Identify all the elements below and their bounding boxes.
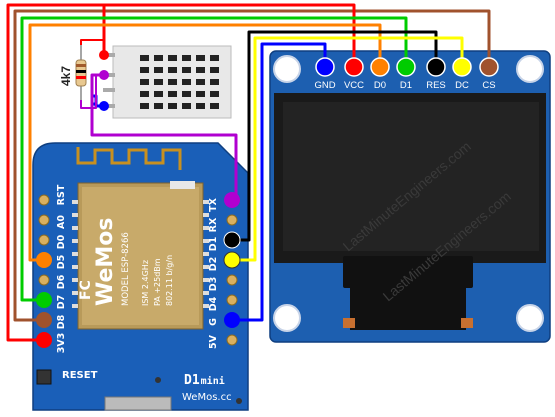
wire-gnd: [232, 42, 327, 322]
connection-dots: [36, 50, 241, 348]
chip-spec-2: PA +25dBm: [153, 258, 162, 306]
left-pin-label-3: D5: [56, 255, 67, 270]
svg-text:FC: FC: [78, 280, 94, 300]
wemos-board: WeMos MODEL ESP-8266 ISM 2.4GHz PA +25dB…: [32, 142, 249, 411]
board-brand-footer: WeMos.cc: [182, 392, 232, 403]
oled-pin-label-dc: DC: [455, 80, 469, 91]
oled-module: LastMinuteEngineers.com LastMinuteEngine…: [269, 50, 551, 343]
right-pin-label-0: TX: [208, 197, 219, 211]
pullup-resistor: 4k7: [59, 45, 87, 100]
oled-pin-label-cs: CS: [482, 80, 495, 91]
right-pin-label-7: 5V: [208, 334, 219, 349]
oled-pin-label-res: RES: [426, 80, 446, 91]
oled-pin-res: [426, 57, 446, 77]
oled-pin-label-d1: D1: [400, 80, 412, 91]
wire-d2-dc: [232, 36, 464, 262]
dht-sensor: [103, 45, 232, 119]
right-pin-label-3: D2: [208, 257, 219, 272]
board-name-big: D1: [184, 373, 200, 388]
oled-pin-label-vcc: VCC: [344, 80, 364, 91]
right-pin-label-1: RX: [208, 217, 219, 232]
chip-spec-1: ISM 2.4GHz: [141, 260, 150, 306]
resistor-label: 4k7: [59, 66, 73, 86]
oled-pin-d1: [396, 57, 416, 77]
oled-pin-d0: [370, 57, 390, 77]
oled-pin-cs: [479, 57, 499, 77]
oled-pin-dc: [452, 57, 472, 77]
wire-rx-res: [232, 30, 438, 242]
right-pin-label-6: G: [208, 318, 219, 326]
left-pin-label-0: RST: [56, 184, 67, 205]
wire-cs-d8: [13, 9, 491, 322]
oled-pin-vcc: [344, 57, 364, 77]
reset-button[interactable]: [36, 369, 52, 385]
left-pin-label-2: D0: [56, 234, 67, 249]
oled-pin-label-gnd: GND: [314, 80, 335, 91]
wire-d7-d1: [20, 16, 408, 302]
right-pin-label-4: D3: [208, 277, 219, 292]
usb-port: [104, 396, 172, 411]
oled-header: GND VCC D0 D1 RES DC CS: [314, 57, 499, 91]
left-pin-label-6: D8: [56, 314, 67, 329]
left-pin-label-5: D7: [56, 295, 67, 310]
left-pin-label-4: D6: [56, 274, 67, 289]
right-pin-label-2: D1: [208, 237, 219, 252]
left-pin-label-7: 3V3: [56, 333, 67, 354]
board-name: D1mini: [184, 373, 225, 388]
right-pin-label-5: D4: [208, 296, 219, 311]
wires: [6, 3, 491, 342]
board-name-small: mini: [201, 375, 225, 387]
oled-pin-gnd: [315, 57, 335, 77]
oled-pin-label-d0: D0: [374, 80, 386, 91]
left-pin-label-1: A0: [56, 215, 67, 229]
chip-spec-3: 802.11 b/g/n: [165, 255, 174, 306]
reset-label: RESET: [62, 370, 98, 381]
chip-brand: WeMos: [93, 217, 118, 306]
chip-model: MODEL ESP-8266: [121, 232, 131, 306]
